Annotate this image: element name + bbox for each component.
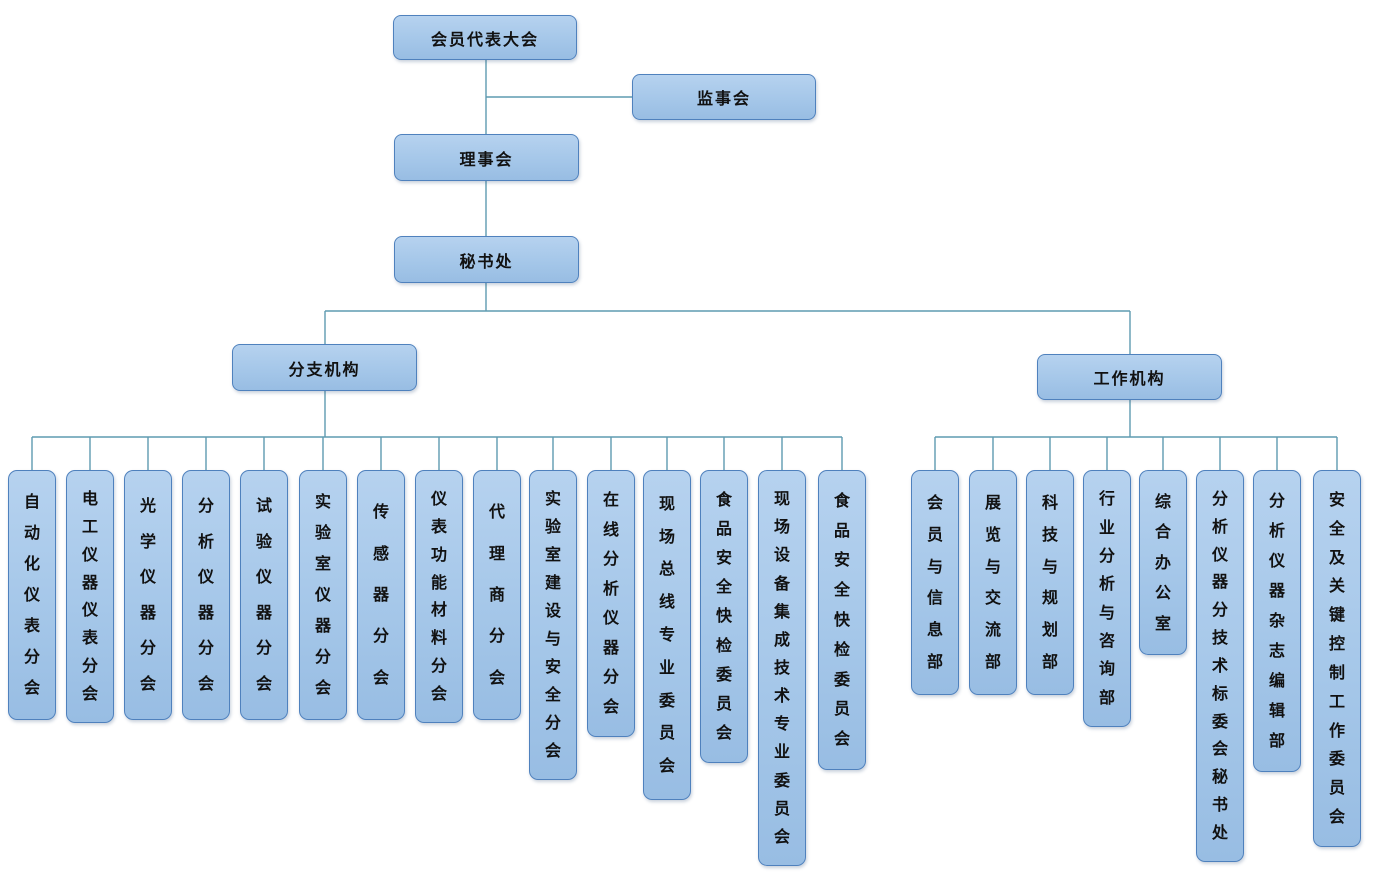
work-node-08: 安全及关键控制工作委员会 [1313, 470, 1361, 847]
branch-node-15: 食品安全快检委员会 [818, 470, 866, 770]
branch-node-04: 分析仪器分会 [182, 470, 230, 720]
node-council: 理事会 [394, 134, 579, 181]
node-work-group: 工作机构 [1037, 354, 1222, 400]
work-node-04: 行业分析与咨询部 [1083, 470, 1131, 727]
work-node-05: 综合办公室 [1139, 470, 1187, 655]
work-node-07: 分析仪器杂志编辑部 [1253, 470, 1301, 772]
node-member-assembly: 会员代表大会 [393, 15, 577, 60]
work-node-06: 分析仪器分技术标委会秘书处 [1196, 470, 1244, 862]
branch-node-03: 光学仪器分会 [124, 470, 172, 720]
branch-node-09: 代理商分会 [473, 470, 521, 720]
work-node-02: 展览与交流部 [969, 470, 1017, 695]
branch-node-06: 实验室仪器分会 [299, 470, 347, 720]
node-supervisory-board: 监事会 [632, 74, 816, 120]
branch-node-07: 传感器分会 [357, 470, 405, 720]
branch-node-11: 在线分析仪器分会 [587, 470, 635, 737]
work-node-03: 科技与规划部 [1026, 470, 1074, 695]
branch-node-12: 现场总线专业委员会 [643, 470, 691, 800]
node-secretariat: 秘书处 [394, 236, 579, 283]
branch-node-10: 实验室建设与安全分会 [529, 470, 577, 780]
work-node-01: 会员与信息部 [911, 470, 959, 695]
branch-node-05: 试验仪器分会 [240, 470, 288, 720]
branch-node-08: 仪表功能材料分会 [415, 470, 463, 723]
branch-node-14: 现场设备集成技术专业委员会 [758, 470, 806, 866]
branch-node-13: 食品安全快检委员会 [700, 470, 748, 763]
node-branch-group: 分支机构 [232, 344, 417, 391]
branch-node-01: 自动化仪表分会 [8, 470, 56, 720]
branch-node-02: 电工仪器仪表分会 [66, 470, 114, 723]
